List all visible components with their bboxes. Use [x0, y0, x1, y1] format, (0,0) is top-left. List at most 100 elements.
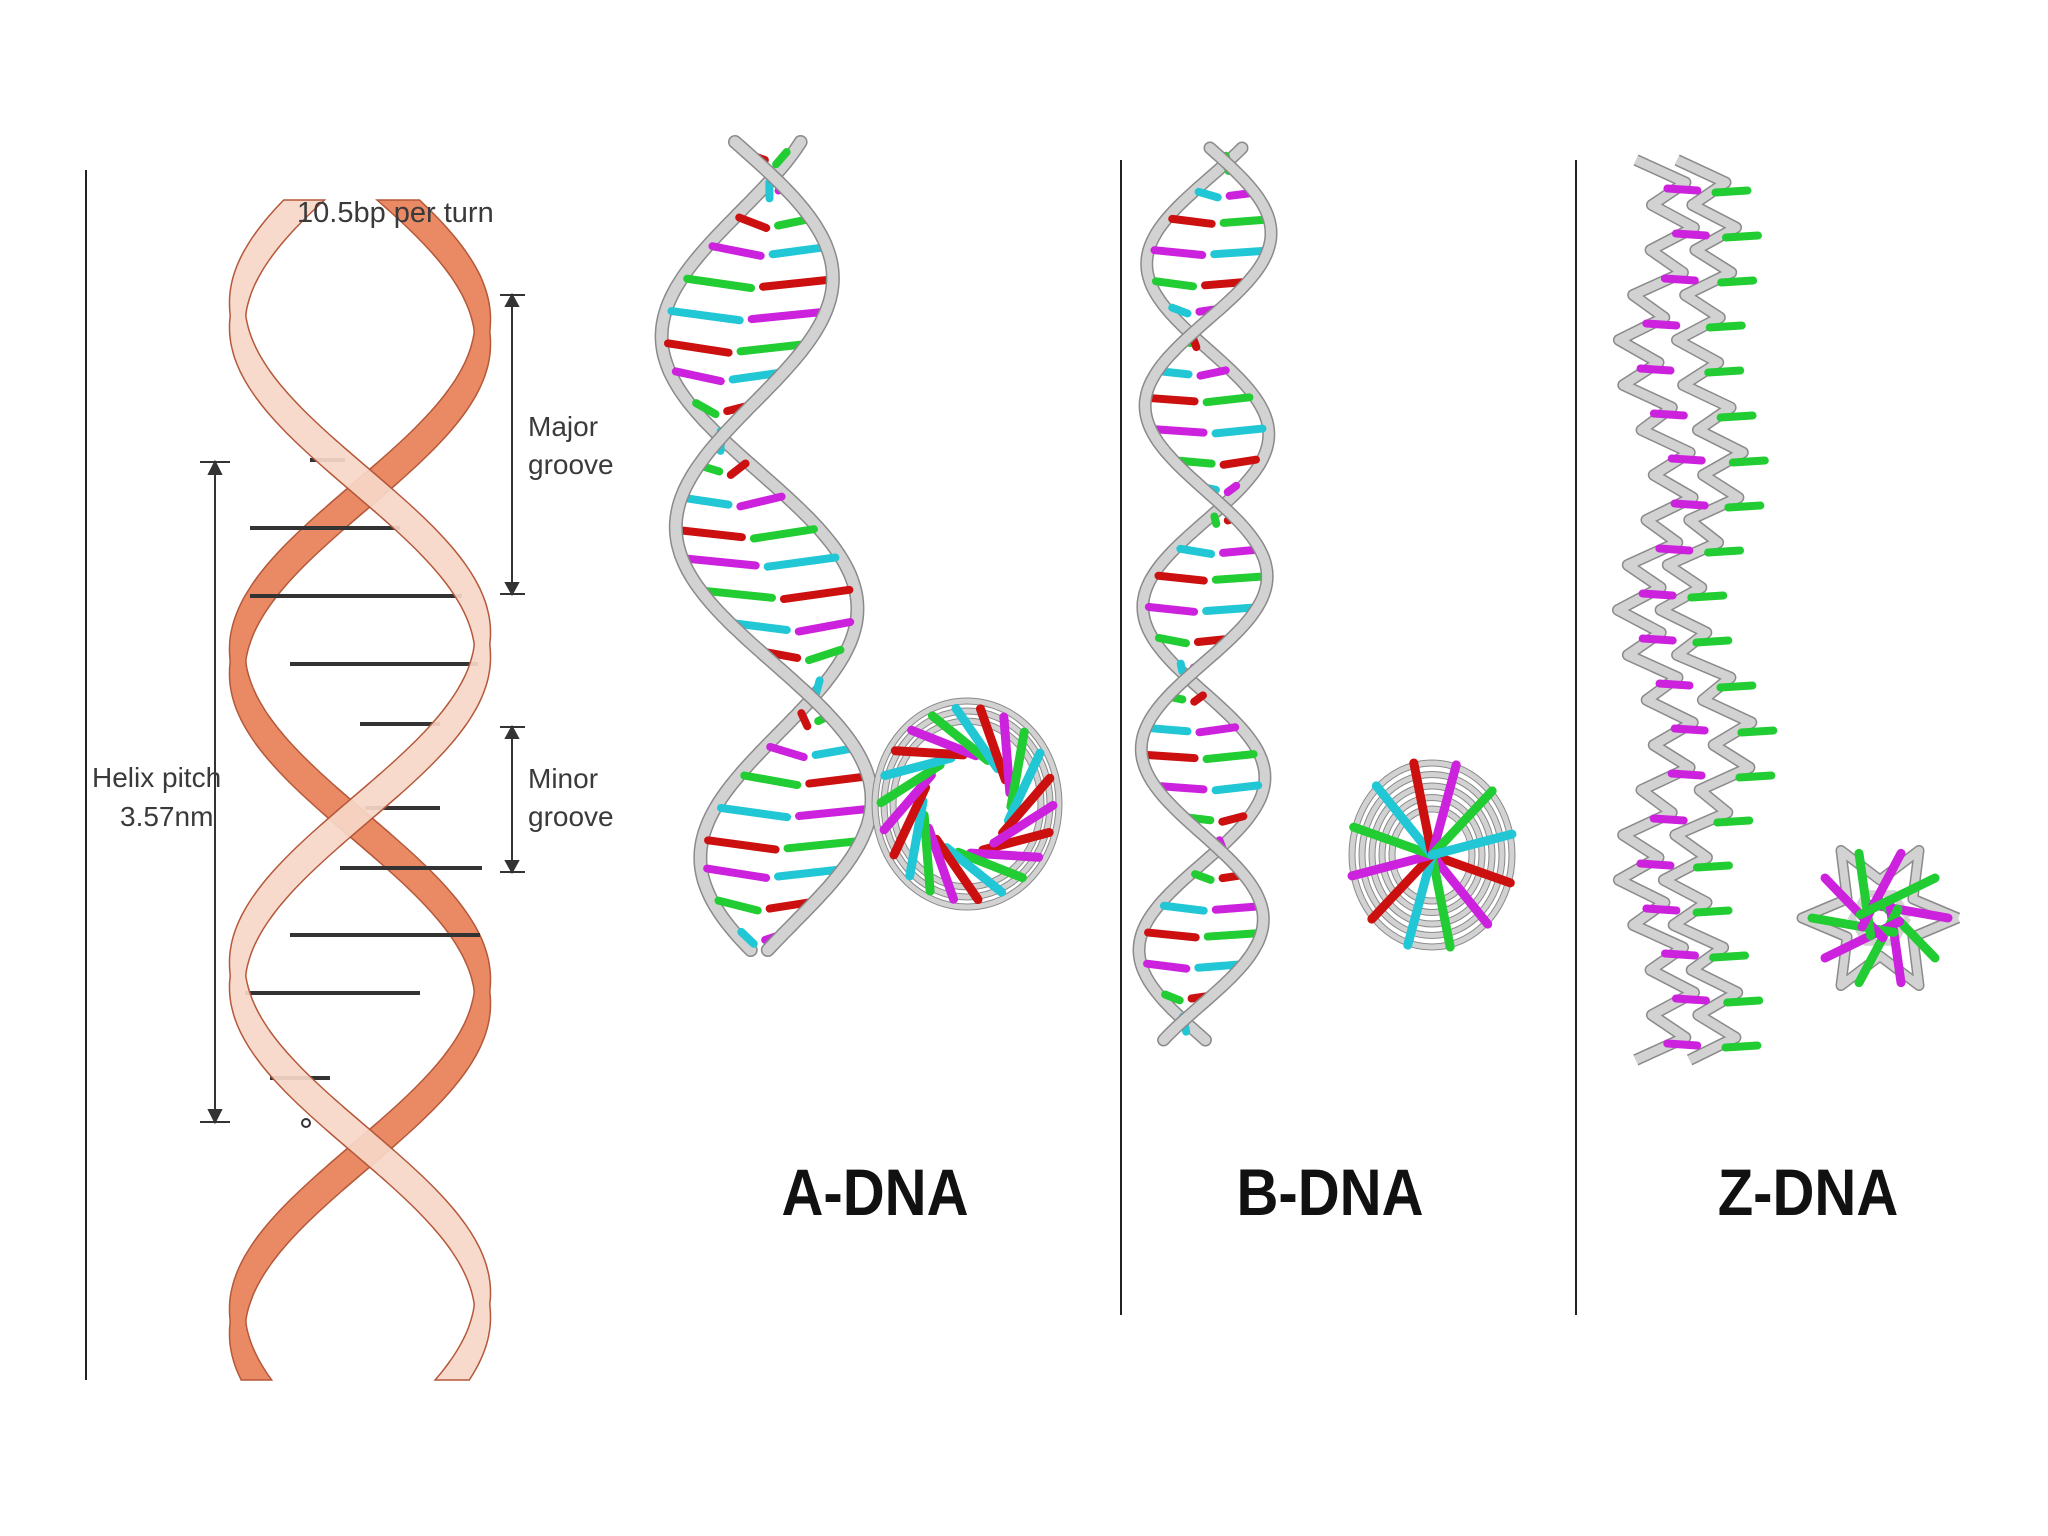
minor-groove-label-line2: groove: [528, 801, 614, 832]
nucleotide-base: [1203, 929, 1260, 941]
nucleotide-base: [667, 307, 744, 325]
nucleotide-base: [1218, 871, 1243, 883]
nucleotide-base: [1196, 366, 1230, 380]
nucleotide-base: [1427, 850, 1515, 888]
z-dna-label: Z-DNA: [1718, 1157, 1899, 1230]
nucleotide-base: [1663, 184, 1702, 195]
major-groove-label-line1: Major: [528, 411, 598, 442]
nucleotide-base: [1202, 603, 1256, 615]
minor-groove-label-line1: Minor: [528, 763, 598, 794]
nucleotide-base: [1724, 501, 1765, 512]
nucleotide-base: [1347, 850, 1437, 881]
nucleotide-base: [1210, 246, 1266, 259]
nucleotide-base: [1147, 394, 1199, 406]
nucleotide-base: [663, 339, 733, 357]
backbone-ring: [1389, 806, 1475, 904]
nucleotide-base: [797, 709, 812, 731]
nucleotide-base: [941, 843, 1007, 897]
backbone-ring: [1369, 783, 1495, 927]
nucleotide-base: [1713, 816, 1754, 827]
bp-per-turn-label: 10.5bp per turn: [297, 197, 494, 229]
backbone-ring: [1379, 795, 1485, 915]
nucleotide-base: [1200, 278, 1247, 290]
nucleotide-base: [671, 367, 725, 386]
nucleotide-base: [683, 274, 756, 292]
nucleotide-base: [1636, 859, 1675, 870]
nucleotide-base: [1159, 367, 1193, 379]
z-dna-top-view: [1796, 845, 1961, 991]
nucleotide-base: [1721, 231, 1762, 242]
backbone-strand: [1136, 143, 1277, 1045]
nucleotide-base: [1427, 786, 1497, 860]
nucleotide-base: [714, 896, 762, 915]
nucleotide-base: [1150, 246, 1207, 259]
nucleotide-base: [1006, 727, 1029, 812]
nucleotide-base: [1403, 850, 1437, 950]
nucleotide-base: [1211, 781, 1263, 795]
a-dna-top-view: [871, 697, 1063, 911]
nucleotide-base: [1218, 812, 1248, 826]
nucleotide-base: [1154, 633, 1190, 648]
helix-pitch-label-line2: 3.57nm: [120, 801, 213, 832]
nucleotide-base: [1855, 873, 1940, 920]
nucleotide-base: [966, 848, 1044, 862]
nucleotide-base: [1191, 870, 1215, 884]
nucleotide-base: [1143, 959, 1191, 973]
nucleotide-base: [1367, 850, 1437, 924]
nucleotide-base: [759, 275, 831, 291]
nucleotide-base: [1737, 726, 1778, 737]
nucleotide-base: [774, 215, 810, 230]
nucleotide-base: [1427, 760, 1461, 860]
nucleotide-base: [1655, 544, 1694, 555]
back-strand-ribbon: [228, 199, 492, 1381]
b-dna-side-view: [1132, 141, 1278, 1047]
nucleotide-base: [1655, 679, 1694, 690]
nucleotide-base: [794, 618, 855, 636]
nucleotide-base: [1175, 456, 1216, 468]
backbone-strand: [1656, 155, 1756, 1065]
nucleotide-base: [1147, 724, 1192, 736]
nucleotide-base: [749, 525, 818, 543]
nucleotide-base: [1168, 214, 1216, 228]
nucleotide-base: [1723, 996, 1764, 1007]
nucleotide-base: [1159, 901, 1208, 915]
backbone-ring: [872, 698, 1062, 910]
backbone-ring: [1349, 760, 1515, 950]
nucleotide-base: [1176, 544, 1216, 558]
nucleotide-base: [975, 704, 1010, 785]
nucleotide-base: [1144, 602, 1199, 616]
nucleotide-base: [1716, 681, 1757, 692]
nucleotide-base: [1642, 904, 1681, 915]
nucleotide-base: [1717, 276, 1758, 287]
nucleotide-base: [1692, 861, 1733, 872]
schematic-double-helix: [228, 199, 492, 1381]
nucleotide-base: [1194, 187, 1222, 202]
nucleotide-base: [795, 805, 870, 820]
nucleotide-base: [700, 462, 724, 476]
nucleotide-base: [1152, 425, 1208, 437]
nucleotide-base: [1661, 949, 1700, 960]
nucleotide-base: [1144, 928, 1200, 942]
nucleotide-base: [1371, 781, 1437, 860]
nucleotide-base: [708, 242, 765, 260]
nucleotide-base: [907, 725, 981, 761]
backbone-strand: [1133, 143, 1274, 1045]
nucleotide-base: [1211, 902, 1260, 914]
helix-pitch-arrow: [200, 459, 230, 1125]
nucleotide-base: [1704, 546, 1745, 557]
nucleotide-base: [1692, 906, 1733, 917]
nucleotide-base: [811, 676, 824, 699]
nucleotide-base: [876, 760, 945, 808]
backbone-ring: [1359, 772, 1505, 938]
nucleotide-base: [1692, 636, 1733, 647]
nucleotide-base: [931, 834, 983, 905]
nucleotide-base: [1409, 758, 1437, 860]
nucleotide-base: [1225, 189, 1253, 200]
nucleotide-base: [736, 340, 806, 356]
nucleotide-base: [890, 746, 968, 760]
nucleotide-base: [1687, 591, 1728, 602]
backbone-strand: [670, 136, 878, 956]
nucleotide-base: [1638, 589, 1677, 600]
nucleotide-base: [1223, 481, 1241, 497]
